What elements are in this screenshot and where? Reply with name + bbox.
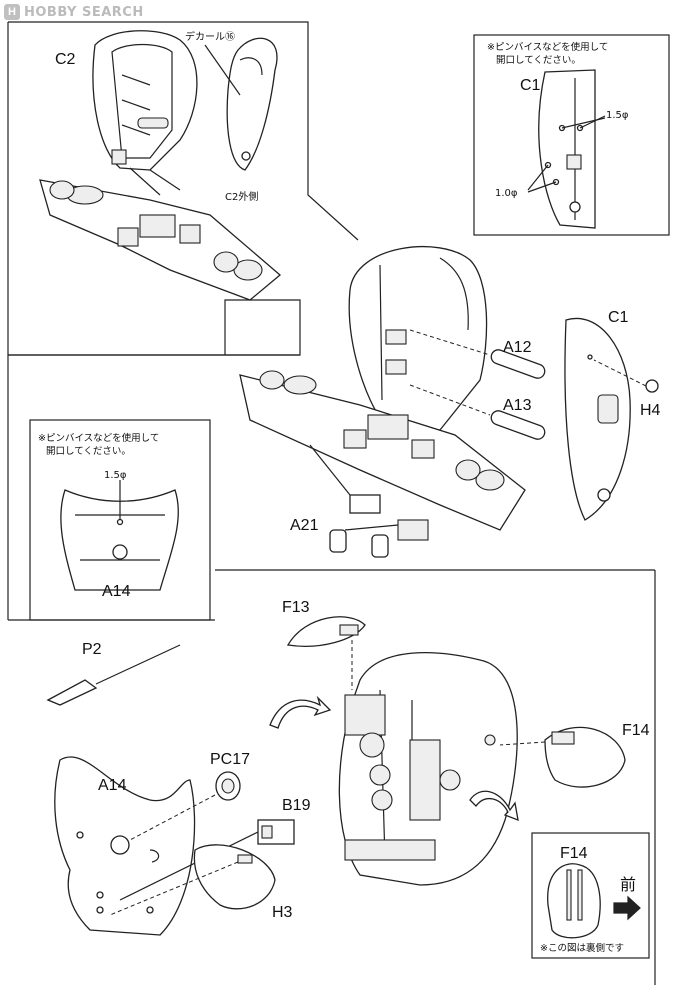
part-b19	[119, 819, 295, 901]
part-f14	[499, 726, 626, 788]
part-f13	[286, 616, 366, 690]
inset-c1-note-2: 開口してください。	[496, 55, 581, 66]
inset-f14-label: F14	[560, 845, 588, 862]
mid-assembly	[239, 245, 526, 531]
inset-c1-note-1: ※ピンバイスなどを使用して	[487, 41, 608, 53]
inset-a14-hole: 1.5φ	[104, 470, 127, 481]
inset-c1-hole-1-5: 1.5φ	[606, 110, 629, 121]
watermark-text: HOBBY SEARCH	[24, 4, 144, 20]
arrows-rotate	[269, 695, 519, 822]
label-decal-16: デカール⑯	[185, 30, 235, 43]
section-frames	[7, 21, 656, 985]
watermark-logo: H HOBBY SEARCH	[4, 3, 144, 21]
inset-a14-note-2: 開口してください。	[46, 446, 131, 457]
inset-a14	[29, 419, 211, 621]
inset-c1-hole-1-0: 1.0φ	[495, 188, 518, 199]
label-a13: A13	[503, 397, 532, 414]
c2-assembly	[39, 30, 282, 301]
label-h3: H3	[272, 904, 293, 921]
label-c1: C1	[608, 309, 629, 326]
pin-a12	[409, 329, 546, 379]
c1-shell	[564, 317, 631, 521]
label-a14: A14	[98, 777, 127, 794]
inset-c1-label: C1	[520, 77, 541, 94]
label-b19: B19	[282, 797, 311, 814]
body-assembly	[338, 651, 518, 886]
label-p2: P2	[82, 641, 102, 658]
hobby-search-icon: H	[4, 4, 20, 20]
inset-a14-label: A14	[102, 583, 131, 600]
inset-f14	[531, 832, 650, 959]
inset-f14-front: 前	[620, 876, 636, 894]
label-a21: A21	[290, 517, 319, 534]
part-h3	[109, 844, 276, 916]
label-c2: C2	[55, 51, 76, 68]
part-pc17	[129, 771, 241, 841]
c2-outside-shell	[226, 37, 278, 171]
inset-f14-note: ※この図は裏側です	[540, 942, 624, 954]
label-c2-outside: C2外側	[225, 190, 258, 203]
inset-a14-note-1: ※ピンバイスなどを使用して	[38, 432, 159, 444]
pin-a13	[409, 384, 546, 440]
part-p2	[46, 644, 181, 706]
label-pc17: PC17	[210, 751, 250, 768]
part-a21	[309, 444, 429, 558]
label-f13: F13	[282, 599, 310, 616]
label-f14: F14	[622, 722, 650, 739]
label-h4: H4	[640, 402, 661, 419]
label-a12: A12	[503, 339, 532, 356]
inset-c1	[473, 34, 670, 236]
screw-h4	[593, 359, 659, 393]
